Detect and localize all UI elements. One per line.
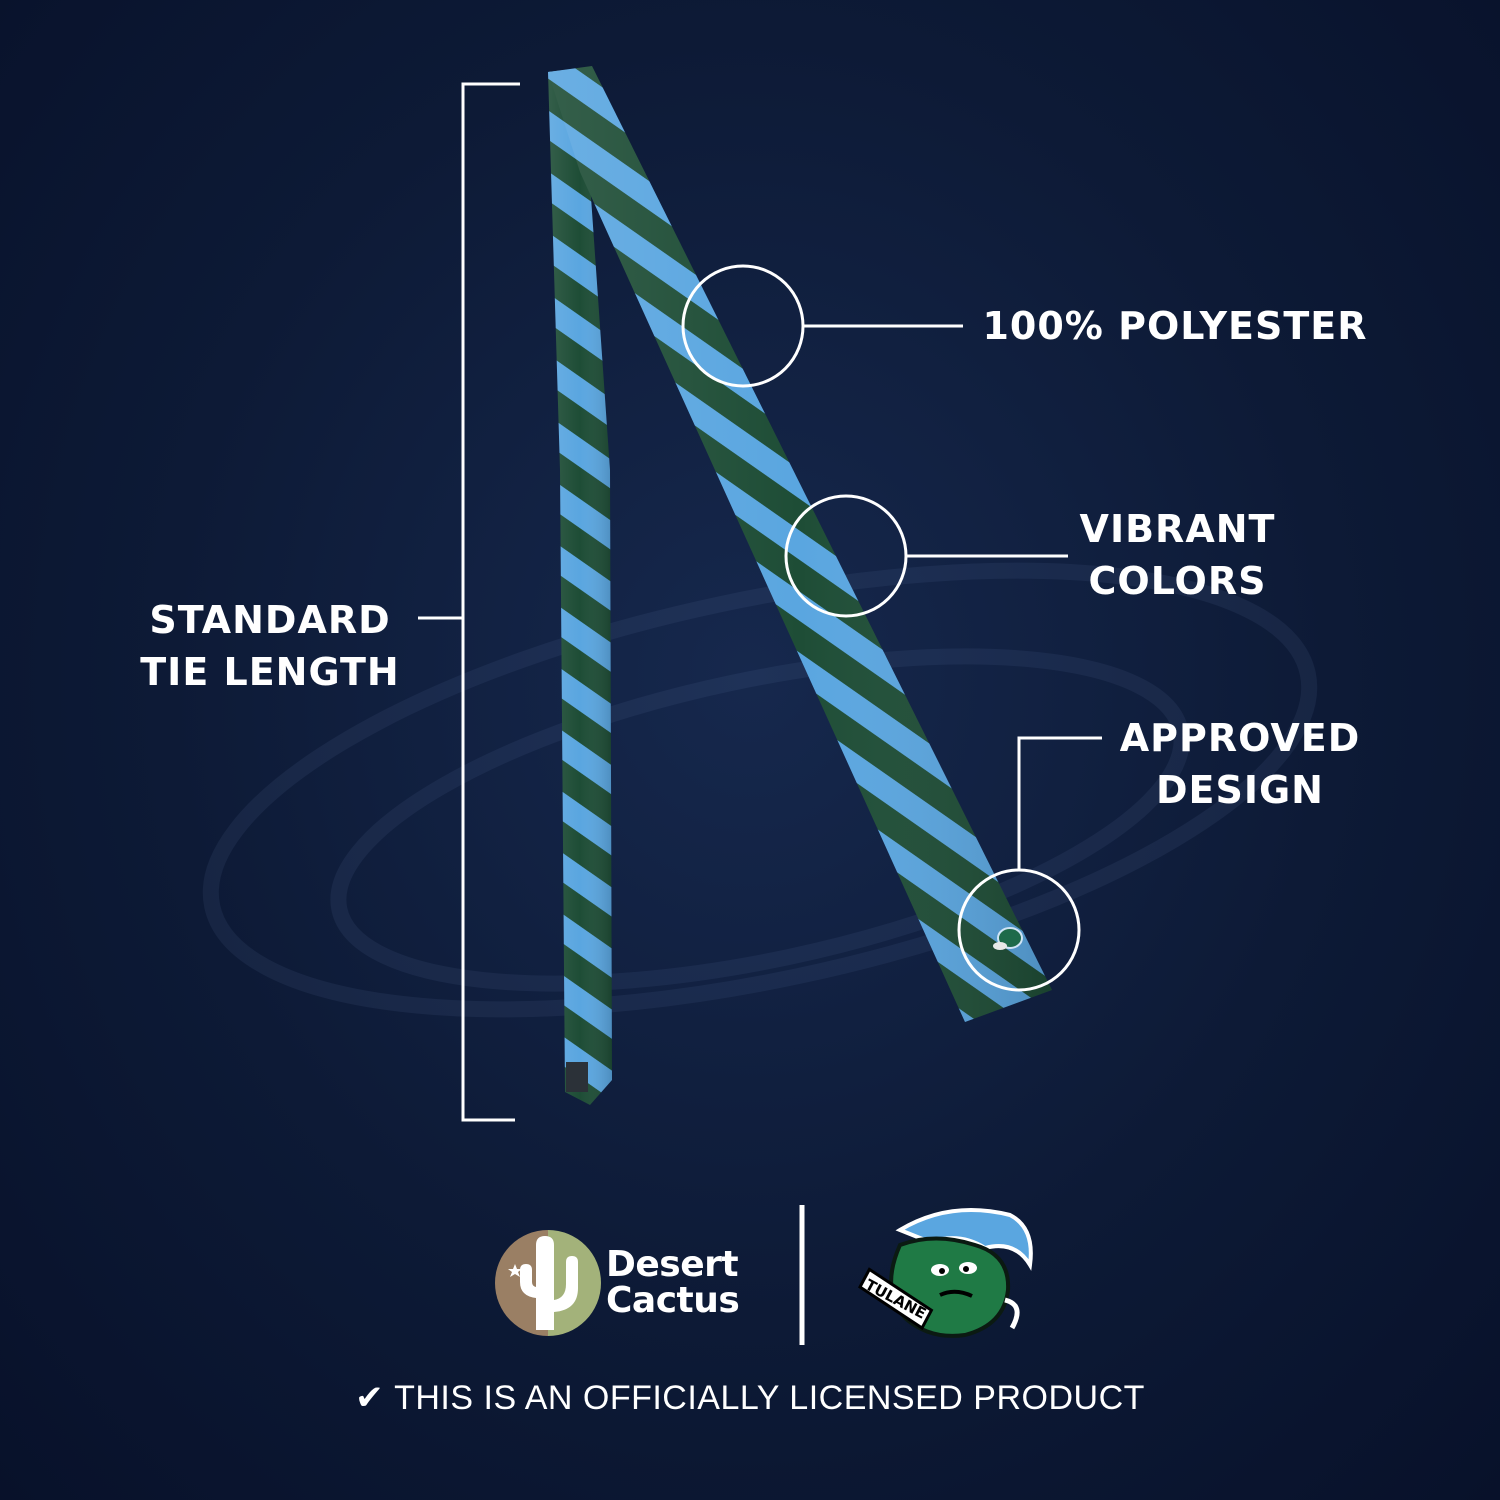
desert-cactus-line-1: Desert — [606, 1244, 739, 1285]
tulane-green-wave-icon: TULANE — [858, 1208, 1033, 1338]
check-icon: ✔ — [355, 1379, 385, 1417]
approved-design-line-1: APPROVED — [1119, 716, 1361, 760]
approved-callout-marker — [957, 736, 1102, 992]
tie-label — [566, 1062, 588, 1092]
approved-design-label: APPROVED DESIGN — [1095, 712, 1385, 816]
license-text: THIS IS AN OFFICIALLY LICENSED PRODUCT — [394, 1379, 1145, 1417]
vibrant-callout-marker — [784, 494, 1068, 618]
vibrant-colors-label: VIBRANT COLORS — [1040, 503, 1315, 607]
polyester-callout-marker — [681, 264, 963, 388]
desert-cactus-line-2: Cactus — [606, 1280, 740, 1321]
cactus-logo-icon — [495, 1230, 601, 1336]
standard-tie-length-label: STANDARD TIE LENGTH — [120, 594, 420, 698]
desert-cactus-wordmark: Desert Cactus — [606, 1244, 740, 1321]
tie-length-bracket — [418, 82, 520, 1122]
background-watermark — [202, 562, 1318, 1018]
standard-tie-length-line-1: STANDARD — [149, 598, 391, 642]
vibrant-colors-line-2: COLORS — [1088, 559, 1267, 603]
approved-design-line-2: DESIGN — [1155, 768, 1324, 812]
license-statement: ✔THIS IS AN OFFICIALLY LICENSED PRODUCT — [0, 1376, 1500, 1420]
polyester-text: 100% POLYESTER — [982, 304, 1368, 348]
vibrant-colors-line-1: VIBRANT — [1079, 507, 1276, 551]
polyester-label: 100% POLYESTER — [975, 300, 1375, 352]
standard-tie-length-line-2: TIE LENGTH — [140, 650, 400, 694]
tie-embroidered-logo-icon — [993, 927, 1023, 950]
